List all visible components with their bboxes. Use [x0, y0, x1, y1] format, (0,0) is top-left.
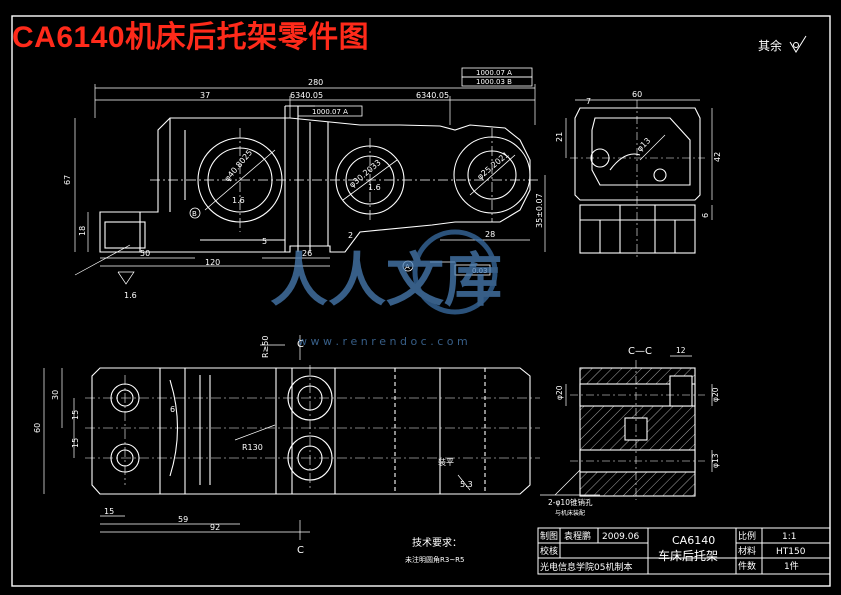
top-view — [85, 365, 540, 495]
roughness-1-6-a: 1.6 — [232, 196, 245, 205]
watermark-logo-icon — [412, 229, 498, 315]
dim-7-side: 7 — [586, 97, 591, 106]
dim-60-side: 60 — [632, 90, 642, 99]
seal-note: 装平 — [438, 457, 454, 467]
tb-school: 光电信息学院05机制本 — [540, 561, 632, 573]
tol-frame-1: 1000.07 A — [476, 69, 512, 77]
watermark-text: 人人文库 — [270, 246, 502, 314]
dim-28: 28 — [485, 230, 495, 239]
dim-6-top: 6 — [170, 405, 175, 414]
tb-drawn-name: 袁程鹏 — [564, 530, 591, 542]
tb-material-value: HT150 — [776, 547, 806, 557]
tb-qty-label: 件数 — [738, 560, 756, 572]
side-view-dimensions — [565, 99, 713, 220]
front-view-dimensions — [74, 84, 546, 285]
dim-60-top: 60 — [33, 423, 42, 433]
dim-phi20-b: φ20 — [711, 387, 720, 402]
dim-6-side: 6 — [701, 213, 710, 218]
title-block — [537, 527, 831, 575]
datum-a-mark: A — [405, 263, 410, 271]
roughness-symbol-icon — [789, 35, 807, 53]
drawing-title: CA6140机床后托架零件图 — [12, 21, 370, 54]
dim-92: 92 — [210, 523, 220, 532]
dim-r50: R≥50 — [261, 336, 270, 358]
dim-50: 50 — [140, 249, 150, 258]
tol-frame-2: 1000.03 B — [476, 78, 512, 86]
tech-req-line: 未注明圆角R3~R5 — [405, 555, 465, 564]
dim-67: 67 — [63, 175, 72, 185]
dim-26: 26 — [302, 249, 312, 258]
dim-42-side: 42 — [713, 152, 722, 162]
dim-18: 18 — [78, 226, 87, 236]
section-label: C—C — [628, 346, 652, 357]
tb-scale-value: 1:1 — [782, 532, 796, 542]
datum-b-mark: B — [192, 210, 197, 218]
top-view-dimensions — [43, 335, 471, 540]
drawing-border — [11, 15, 831, 587]
dim-phi20-a: φ20 — [555, 385, 564, 400]
tech-req-heading: 技术要求： — [412, 536, 462, 549]
dim-21-side: 21 — [555, 132, 564, 142]
hole-note: 2-φ10锥销孔 — [548, 497, 593, 507]
tb-drawn-label: 制图 — [540, 530, 558, 542]
roughness-1-6-c: 1.6 — [124, 291, 137, 300]
tb-part-name: 车床后托架 — [658, 548, 718, 563]
dim-phi40: φ40.8025 — [223, 148, 255, 183]
roughness-note: 其余 — [758, 38, 782, 53]
tb-qty-value: 1件 — [784, 560, 799, 572]
section-dimensions — [540, 355, 713, 496]
dim-6340-left: 6340.05 — [290, 91, 323, 100]
cut-mark-bottom: C — [297, 545, 304, 556]
tol-frame-3: 1000.07 A — [312, 108, 348, 116]
dim-12-section: 12 — [676, 346, 686, 355]
watermark: 人人文库 w w w . r e n r e n d o c . c o m — [270, 229, 502, 348]
dim-5-3: 5.3 — [460, 480, 473, 489]
dim-phi13-section: φ13 — [711, 453, 720, 468]
roughness-1-6-b: 1.6 — [368, 183, 381, 192]
dim-phi25: φ25.2021 — [476, 150, 511, 182]
dim-2: 2 — [348, 231, 353, 240]
watermark-url: w w w . r e n r e n d o c . c o m — [298, 335, 468, 348]
cut-mark-top: C — [297, 339, 304, 350]
tb-drawn-date: 2009.06 — [602, 532, 639, 542]
tb-scale-label: 比例 — [738, 530, 756, 542]
dim-30-top: 30 — [51, 390, 60, 400]
dim-phi13-side: φ13 — [635, 136, 652, 153]
dim-15-bottom: 15 — [104, 507, 114, 516]
dim-120: 120 — [205, 258, 220, 267]
dim-59: 59 — [178, 515, 188, 524]
side-view — [570, 100, 705, 258]
section-view — [570, 360, 705, 500]
dim-15-top-b: 15 — [71, 438, 80, 448]
dim-280: 280 — [308, 78, 323, 87]
front-view — [74, 105, 540, 276]
dim-6340-right: 6340.05 — [416, 91, 449, 100]
dim-37: 37 — [200, 91, 210, 100]
dim-35: 35±0.07 — [535, 193, 544, 228]
dim-15-top-a: 15 — [71, 410, 80, 420]
hole-note-sub: 与机床装配 — [555, 509, 585, 517]
flatness-tol: 0.03 — [472, 267, 488, 275]
tb-check-label: 校核 — [540, 545, 558, 557]
tb-material-label: 材料 — [738, 545, 756, 557]
dim-5: 5 — [262, 237, 267, 246]
tb-part-code: CA6140 — [672, 534, 715, 547]
dim-r130: R130 — [242, 443, 263, 452]
